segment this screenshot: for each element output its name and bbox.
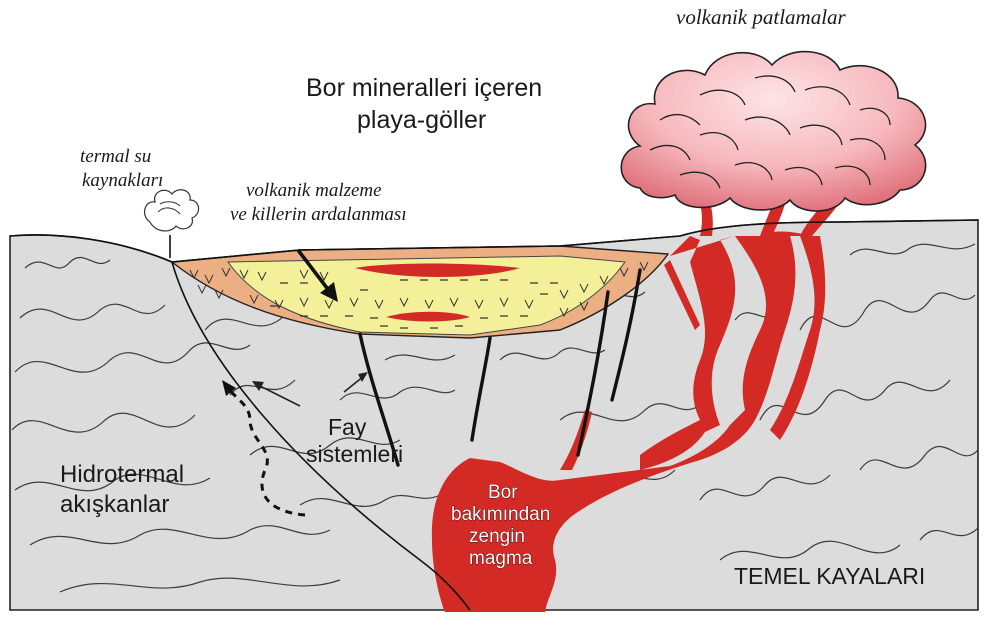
label-magma-line2: bakımından [451,504,550,525]
label-springs-line2: kaynakları [82,170,163,191]
eruption-plume [621,52,925,236]
label-fluids-line2: akışkanlar [60,491,169,518]
label-springs-line1: termal su [80,146,151,167]
label-magma-line3: zengin [469,526,525,547]
label-fluids-line1: Hidrotermal [60,461,184,488]
thermal-spring-plume [145,190,199,258]
label-faults-line1: Fay [328,414,367,440]
label-interbed-line1: volkanik malzeme [246,180,382,201]
label-playa-line2: playa-göller [357,106,486,134]
label-basement: TEMEL KAYALARI [734,563,925,589]
label-magma-line4: magma [469,548,533,569]
eruption-cloud [621,52,925,211]
label-interbed-line2: ve killerin ardalanması [230,204,407,225]
label-magma-line1: Bor [488,482,518,503]
label-faults-line2: sistemleri [306,441,403,467]
label-eruption: volkanik patlamalar [676,5,847,29]
label-playa-line1: Bor mineralleri içeren [306,74,542,102]
